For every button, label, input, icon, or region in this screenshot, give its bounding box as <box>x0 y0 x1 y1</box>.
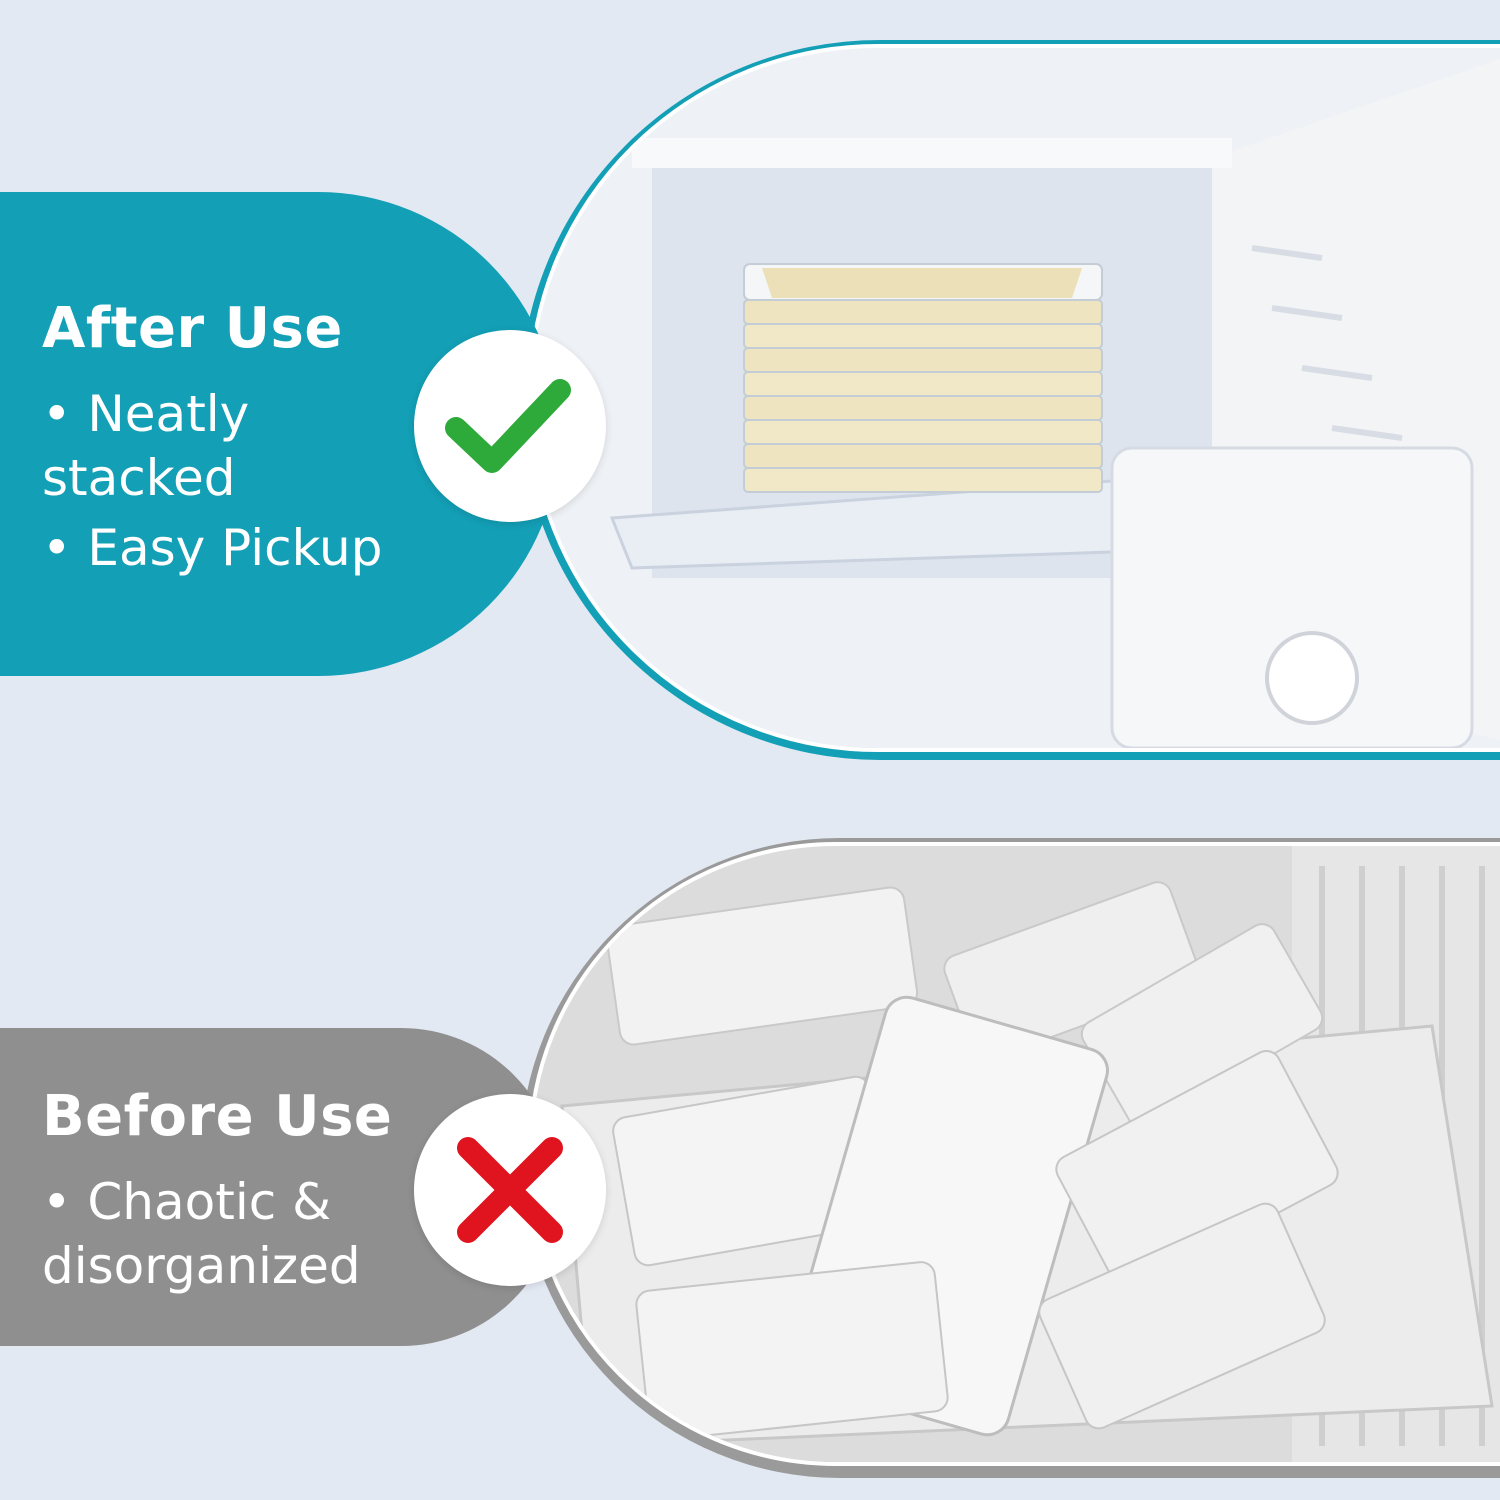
before-bullet-1: • Chaotic & <box>42 1173 332 1231</box>
loose-bags <box>605 881 1339 1441</box>
before-bullet-2: disorganized <box>42 1237 361 1295</box>
stacked-trays <box>743 263 1103 493</box>
check-badge <box>414 330 606 522</box>
after-bullet-1: • Neatly <box>42 385 250 443</box>
check-icon <box>445 379 571 473</box>
freezer-illustration <box>532 846 1500 1462</box>
fridge-stacked-trays-photo <box>528 44 1500 752</box>
cross-badge <box>414 1094 606 1286</box>
after-bullet-2: stacked <box>42 449 236 507</box>
after-bullet-3: • Easy Pickup <box>42 519 383 577</box>
freezer-loose-bags-photo <box>528 842 1500 1466</box>
cross-icon <box>457 1137 563 1243</box>
fridge-illustration <box>532 48 1500 748</box>
after-use-heading: After Use <box>42 296 343 361</box>
before-use-heading: Before Use <box>42 1084 393 1149</box>
